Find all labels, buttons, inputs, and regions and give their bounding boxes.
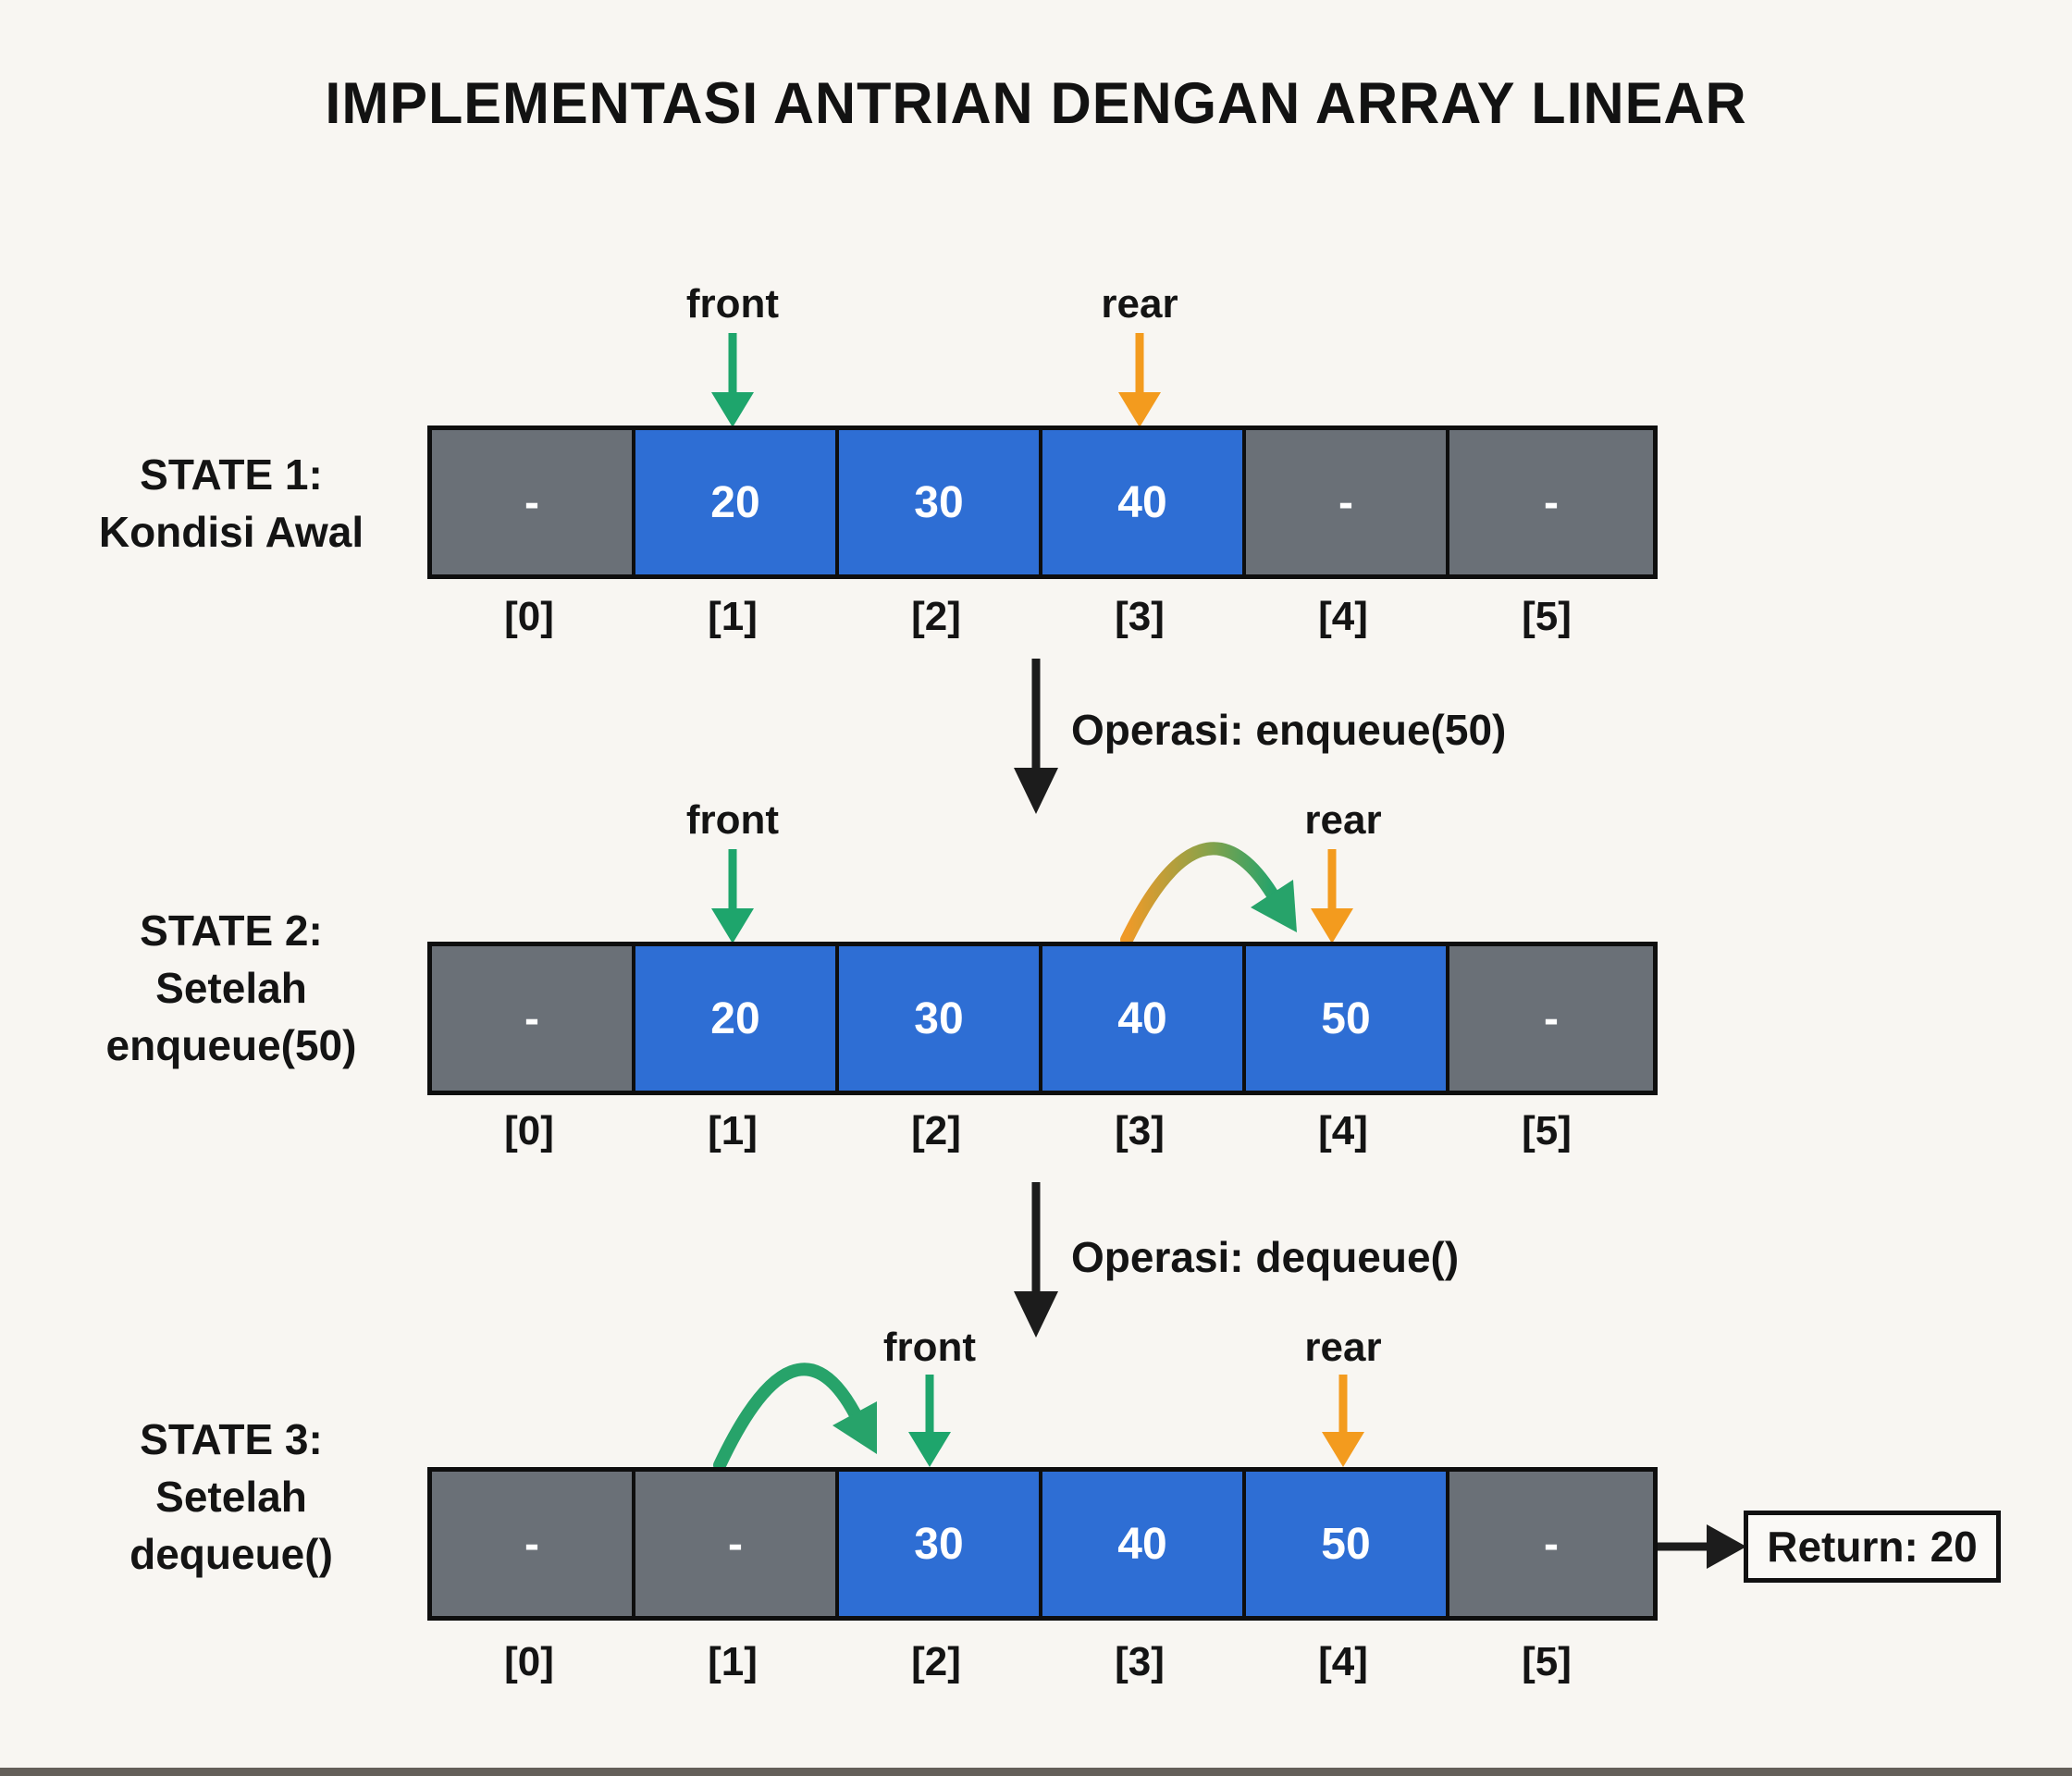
front-move-arc-state3	[713, 1363, 877, 1472]
index-label: [2]	[911, 594, 961, 639]
index-label: [5]	[1522, 1639, 1572, 1684]
operation-arrow-dequeue	[1014, 1182, 1058, 1338]
index-label: [2]	[911, 1639, 961, 1684]
index-label: [5]	[1522, 594, 1572, 639]
index-label: [4]	[1318, 1639, 1368, 1684]
page-title: IMPLEMENTASI ANTRIAN DENGAN ARRAY LINEAR	[325, 71, 1747, 136]
state1-label-line: Kondisi Awal	[98, 508, 364, 556]
state1-label: STATE 1: Kondisi Awal	[28, 446, 435, 561]
index-label: [1]	[708, 1639, 758, 1684]
rear-label-state2: rear	[1304, 797, 1382, 843]
index-label: [0]	[504, 594, 554, 639]
state3-label-line: Setelah	[155, 1473, 307, 1521]
index-label: [5]	[1522, 1108, 1572, 1153]
rear-pointer-arrow-state2	[1311, 849, 1353, 944]
state3-label-line: STATE 3:	[140, 1415, 323, 1463]
index-label: [3]	[1115, 1108, 1165, 1153]
array-cell: -	[1449, 430, 1653, 574]
index-label: [1]	[708, 594, 758, 639]
queue-array-state3: - - 30 40 50 -	[427, 1467, 1658, 1621]
array-cell: 30	[839, 430, 1042, 574]
return-value-box: Return: 20	[1744, 1511, 2001, 1583]
operation-label-dequeue: Operasi: dequeue()	[1071, 1233, 1460, 1281]
rear-move-arc-state2	[1120, 842, 1297, 946]
array-cell: -	[432, 430, 635, 574]
operation-arrow-enqueue	[1014, 659, 1058, 814]
index-label: [0]	[504, 1108, 554, 1153]
front-label-state3: front	[882, 1325, 977, 1370]
front-pointer-arrow-state3	[908, 1375, 951, 1467]
rear-pointer-arrow-state1	[1118, 333, 1161, 427]
index-row-state2: [0] [1] [2] [3] [4] [5]	[427, 1108, 1648, 1154]
index-label: [4]	[1318, 594, 1368, 639]
array-cell: 50	[1246, 946, 1449, 1091]
index-row-state3: [0] [1] [2] [3] [4] [5]	[427, 1639, 1648, 1685]
array-cell: 20	[635, 430, 839, 574]
index-label: [3]	[1115, 594, 1165, 639]
array-cell: -	[432, 946, 635, 1091]
array-cell: 30	[839, 946, 1042, 1091]
array-cell: -	[1449, 946, 1653, 1091]
index-label: [0]	[504, 1639, 554, 1684]
array-cell: -	[635, 1472, 839, 1616]
array-cell: -	[1449, 1472, 1653, 1616]
rear-label-state3: rear	[1304, 1325, 1382, 1370]
index-label: [1]	[708, 1108, 758, 1153]
return-arrow	[1653, 1524, 1746, 1569]
queue-array-state2: - 20 30 40 50 -	[427, 942, 1658, 1095]
index-row-state1: [0] [1] [2] [3] [4] [5]	[427, 594, 1648, 640]
array-cell: -	[1246, 430, 1449, 574]
state2-label-line: Setelah	[155, 964, 307, 1012]
return-value-text: Return: 20	[1767, 1523, 1978, 1571]
index-label: [3]	[1115, 1639, 1165, 1684]
index-label: [4]	[1318, 1108, 1368, 1153]
array-cell: 40	[1042, 946, 1246, 1091]
operation-label-enqueue: Operasi: enqueue(50)	[1071, 706, 1507, 754]
array-cell: 20	[635, 946, 839, 1091]
front-pointer-arrow-state1	[711, 333, 754, 427]
rear-label-state1: rear	[1101, 281, 1178, 327]
array-cell: 30	[839, 1472, 1042, 1616]
front-label-state1: front	[685, 281, 780, 327]
rear-pointer-arrow-state3	[1322, 1375, 1364, 1467]
array-cell: -	[432, 1472, 635, 1616]
state2-label-line: enqueue(50)	[105, 1021, 357, 1069]
page-bottom-edge	[0, 1768, 2072, 1776]
state2-label: STATE 2: Setelah enqueue(50)	[28, 902, 435, 1074]
state1-label-line: STATE 1:	[140, 450, 323, 499]
array-cell: 40	[1042, 430, 1246, 574]
array-cell: 50	[1246, 1472, 1449, 1616]
index-label: [2]	[911, 1108, 961, 1153]
state2-label-line: STATE 2:	[140, 906, 323, 955]
front-pointer-arrow-state2	[711, 849, 754, 944]
front-label-state2: front	[685, 797, 780, 843]
queue-array-state1: - 20 30 40 - -	[427, 426, 1658, 579]
state3-label: STATE 3: Setelah dequeue()	[28, 1411, 435, 1583]
state3-label-line: dequeue()	[130, 1530, 333, 1578]
array-cell: 40	[1042, 1472, 1246, 1616]
